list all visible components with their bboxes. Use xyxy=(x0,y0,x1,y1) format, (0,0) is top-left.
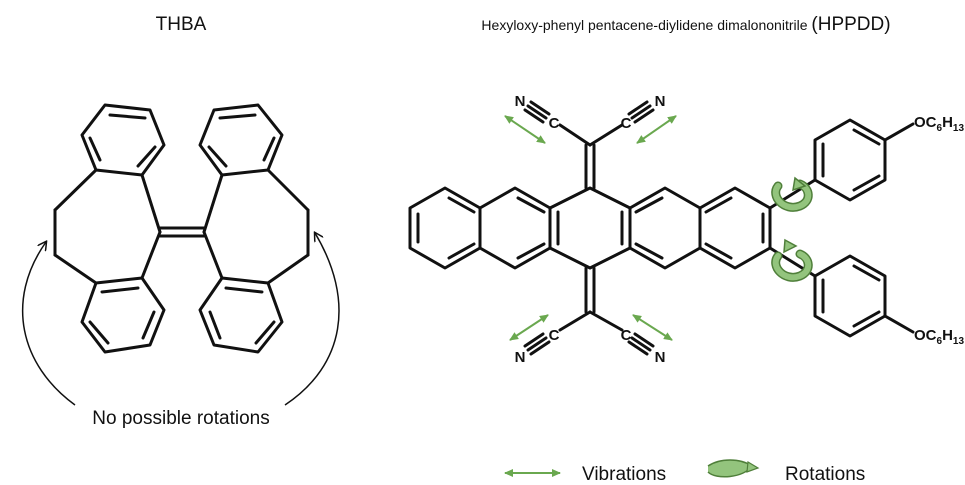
vibration-arrow-top-left xyxy=(504,115,546,144)
vibration-arrow-bottom-right xyxy=(632,314,673,341)
legend-vibrations-label: Vibrations xyxy=(582,464,666,485)
thba-ring-top-right xyxy=(198,103,284,177)
vibration-arrows xyxy=(504,115,677,341)
atom-n-top-left: N xyxy=(515,93,526,110)
rotation-icon-bottom xyxy=(771,238,813,282)
legend-rotations-label: Rotations xyxy=(785,464,865,485)
substituent-oc6h13-top: OC6H13 xyxy=(914,114,964,134)
thba-structure: THBA xyxy=(21,14,340,429)
thba-arrow-right xyxy=(284,233,340,406)
pentacene-backbone xyxy=(408,186,772,270)
atom-c-bottom-right: C xyxy=(621,327,632,344)
legend: Vibrations Rotations xyxy=(504,459,865,485)
vibration-arrow-bottom-left xyxy=(509,314,549,341)
bottom-dicyanomethylene: N C C N xyxy=(515,266,666,366)
atom-c-top-right: C xyxy=(621,115,632,132)
atom-n-top-right: N xyxy=(655,93,666,110)
atom-c-bottom-left: C xyxy=(549,327,560,344)
rotation-icon-top xyxy=(771,176,813,212)
substituent-oc6h13-bottom: OC6H13 xyxy=(914,327,964,347)
phenyl-bottom: OC6H13 xyxy=(768,246,964,347)
vibration-arrow-top-right xyxy=(636,115,677,144)
top-dicyanomethylene: N C C N xyxy=(515,93,666,190)
legend-rotation-icon xyxy=(707,459,760,478)
thba-title: THBA xyxy=(156,14,207,35)
thba-rotation-note: No possible rotations xyxy=(92,408,269,429)
thba-ring-top-left xyxy=(80,103,166,177)
hppdd-title: Hexyloxy-phenyl pentacene-diylidene dima… xyxy=(481,14,890,35)
hppdd-structure: Hexyloxy-phenyl pentacene-diylidene dima… xyxy=(408,14,964,366)
thba-arrow-left xyxy=(21,242,76,406)
thba-ring-bottom-left xyxy=(80,276,166,354)
thba-bridge-bonds xyxy=(53,168,310,285)
phenyl-top: OC6H13 xyxy=(768,114,964,210)
atom-n-bottom-right: N xyxy=(655,349,666,366)
thba-ring-bottom-right xyxy=(198,276,284,354)
atom-n-bottom-left: N xyxy=(515,349,526,366)
atom-c-top-left: C xyxy=(549,115,560,132)
